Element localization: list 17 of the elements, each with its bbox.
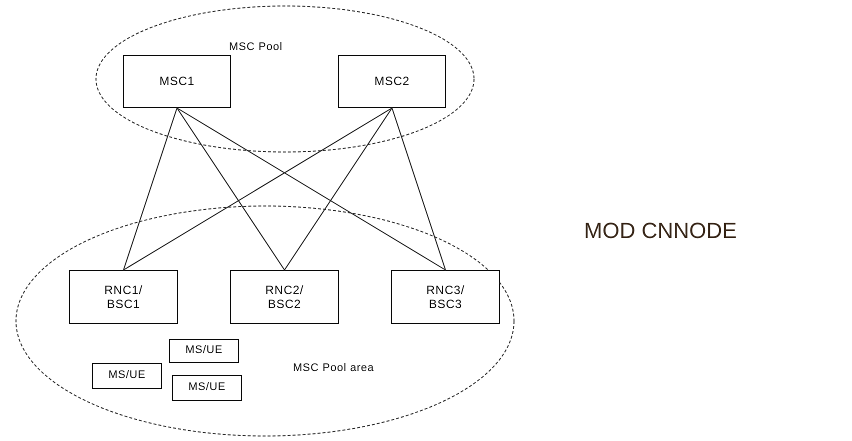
node-box: MSC1: [123, 55, 231, 108]
node-box: RNC1/ BSC1: [69, 270, 178, 324]
connector-line: [123, 108, 178, 270]
node-box: RNC3/ BSC3: [391, 270, 500, 324]
connector-line: [123, 108, 392, 270]
area-label: MSC Pool area: [293, 362, 374, 374]
side-label: MOD CNNODE: [584, 218, 737, 244]
connector-line: [176, 108, 285, 270]
node-box: MS/UE: [172, 375, 242, 401]
node-box: MS/UE: [169, 339, 239, 363]
connector-line: [392, 108, 446, 270]
node-box: MS/UE: [92, 363, 162, 389]
connector-line: [176, 108, 446, 270]
connector-line: [284, 108, 392, 270]
area-label: MSC Pool: [229, 41, 283, 53]
node-box: RNC2/ BSC2: [230, 270, 339, 324]
node-box: MSC2: [338, 55, 446, 108]
